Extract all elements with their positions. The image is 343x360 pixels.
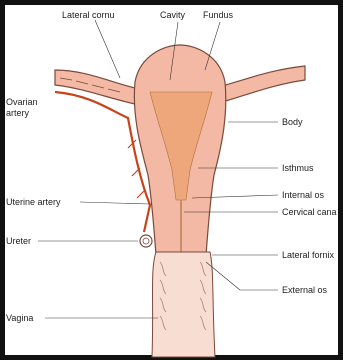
left-broad-ligament bbox=[55, 70, 135, 104]
label-isthmus: Isthmus bbox=[282, 163, 314, 173]
vagina-wall bbox=[152, 252, 215, 357]
label-uterine-artery: Uterine artery bbox=[6, 197, 61, 207]
ureter-circle bbox=[140, 235, 152, 247]
label-external-os: External os bbox=[282, 285, 328, 295]
label-lateral-cornu: Lateral cornu bbox=[62, 10, 115, 20]
label-lateral-fornix: Lateral fornix bbox=[282, 250, 335, 260]
label-cervical-canal: Cervical cana bbox=[282, 207, 337, 217]
label-internal-os: Internal os bbox=[282, 190, 325, 200]
label-fundus: Fundus bbox=[203, 10, 234, 20]
label-ovarian-artery-line2: artery bbox=[6, 108, 30, 118]
label-ovarian-artery-line1: Ovarian bbox=[6, 97, 38, 107]
label-cavity: Cavity bbox=[160, 10, 186, 20]
label-vagina: Vagina bbox=[6, 313, 33, 323]
right-broad-ligament bbox=[215, 66, 305, 104]
label-ureter: Ureter bbox=[6, 236, 31, 246]
label-body: Body bbox=[282, 117, 303, 127]
